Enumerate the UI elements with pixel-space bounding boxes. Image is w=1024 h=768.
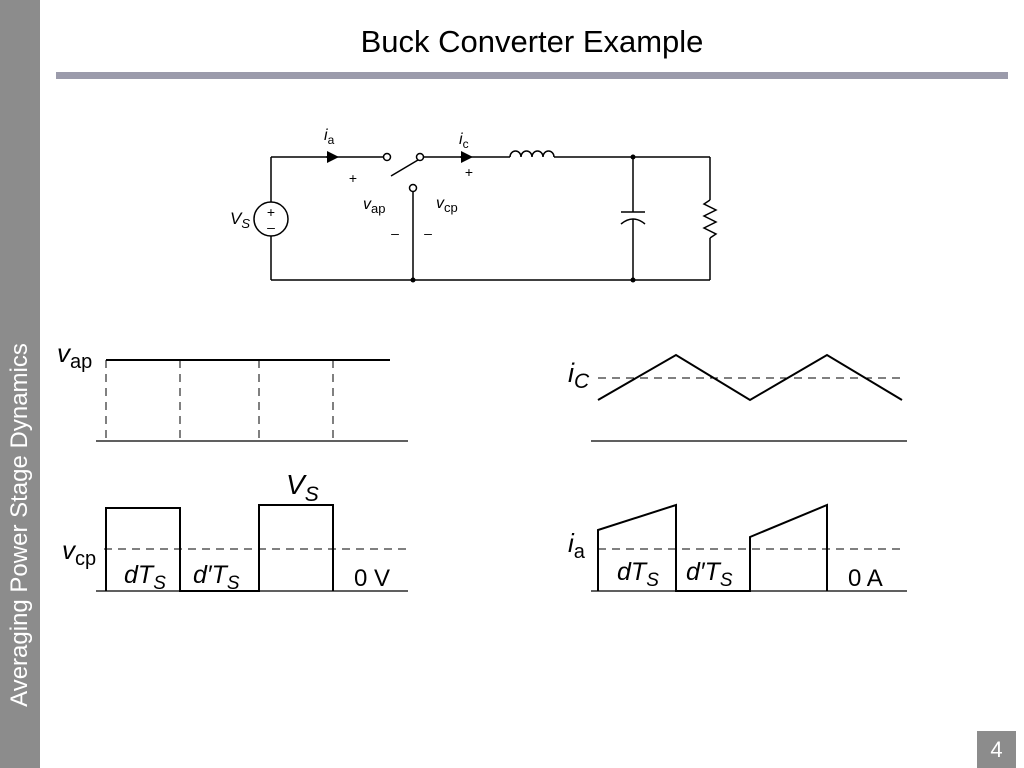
- sidebar: Averaging Power Stage Dynamics: [0, 0, 40, 768]
- title-rule: [56, 72, 1008, 79]
- waveform-vcp: [96, 504, 408, 592]
- source-minus: –: [267, 219, 275, 235]
- page-number: 4: [977, 731, 1016, 768]
- ia-interval-off: d′TS: [686, 558, 733, 591]
- vcp-zero-label: 0 V: [354, 565, 390, 592]
- junction-dot: [630, 277, 636, 283]
- label-vap: vap: [363, 196, 385, 216]
- switch-terminal-p: [408, 183, 418, 193]
- waveform-vap: [96, 359, 408, 442]
- label-vs: VS: [230, 209, 250, 231]
- vap-plus: +: [349, 170, 357, 186]
- switch-terminal-c: [415, 152, 425, 162]
- ia-trace: [597, 503, 828, 592]
- switch-terminal-a: [382, 152, 392, 162]
- ia-zero-label: 0 A: [848, 565, 883, 592]
- vcp-label: vcp: [62, 535, 96, 570]
- circuit: [253, 150, 718, 281]
- label-ic: ic: [459, 131, 469, 151]
- resistor: [702, 199, 718, 239]
- page-title: Buck Converter Example: [360, 24, 704, 59]
- source-plus: +: [267, 204, 275, 220]
- junction-dot: [410, 277, 416, 283]
- vcp-minus: –: [424, 225, 432, 241]
- junction-dot: [630, 154, 636, 160]
- ic-label: iC: [568, 358, 590, 393]
- vcp-interval-off: d′TS: [193, 561, 240, 594]
- vcp-plus: +: [465, 164, 473, 180]
- label-vcp: vcp: [436, 195, 458, 215]
- vcp-peak-label: VS: [286, 469, 319, 506]
- vcp-interval-on: dTS: [124, 561, 166, 594]
- waveform-ia: [591, 503, 907, 592]
- label-ia: ia: [324, 127, 335, 147]
- ia-interval-on: dTS: [617, 558, 659, 591]
- vcp-trace: [105, 504, 334, 592]
- inductor: [509, 150, 555, 158]
- switch-blade: [390, 159, 419, 177]
- ia-label: ia: [568, 528, 586, 563]
- junction-dots: [410, 154, 636, 283]
- vap-label: vap: [57, 338, 92, 373]
- ic-trace: [597, 353, 903, 402]
- vap-minus: –: [391, 225, 399, 241]
- waveform-ic: [591, 353, 907, 442]
